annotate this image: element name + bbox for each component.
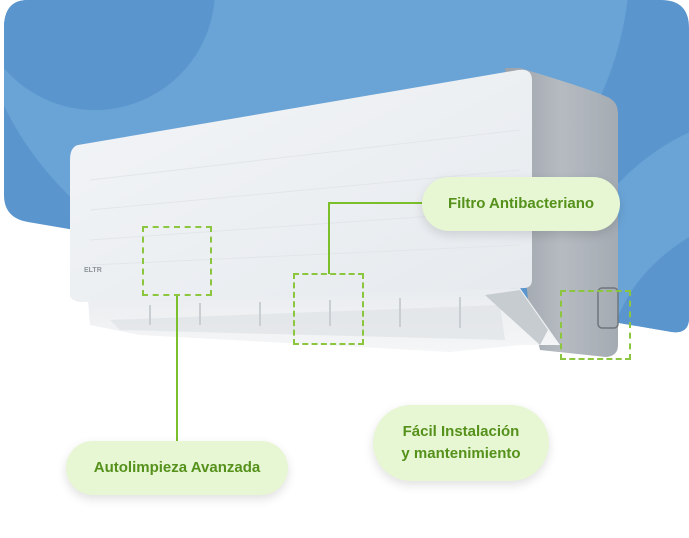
brand-logo: ELTR (84, 267, 102, 274)
callout-label-line2: y mantenimiento (401, 445, 521, 462)
connector-filtro-horizontal (328, 202, 422, 204)
callout-label: Filtro Antibacteriano (447, 195, 595, 212)
unit-front-panel (70, 69, 532, 302)
callout-label: Autolimpieza Avanzada (93, 459, 261, 476)
decorative-circle (560, 110, 689, 333)
callout-filtro-antibacteriano[interactable]: Filtro Antibacteriano (422, 177, 620, 231)
connector-filtro-vertical (328, 202, 330, 274)
unit-side-button (597, 287, 619, 329)
hotspot-instalacion[interactable] (560, 290, 631, 360)
hotspot-filtro[interactable] (293, 273, 364, 345)
callout-label-line1: Fácil Instalación (402, 423, 520, 440)
callout-facil-instalacion[interactable]: Fácil Instalación y mantenimiento (373, 405, 549, 481)
connector-autolimpieza (176, 296, 178, 441)
side-grille (485, 290, 548, 345)
callout-autolimpieza-avanzada[interactable]: Autolimpieza Avanzada (66, 441, 288, 495)
hotspot-autolimpieza[interactable] (142, 226, 212, 296)
decorative-circle (4, 0, 215, 110)
air-conditioner-illustration: ELTR (70, 68, 619, 357)
